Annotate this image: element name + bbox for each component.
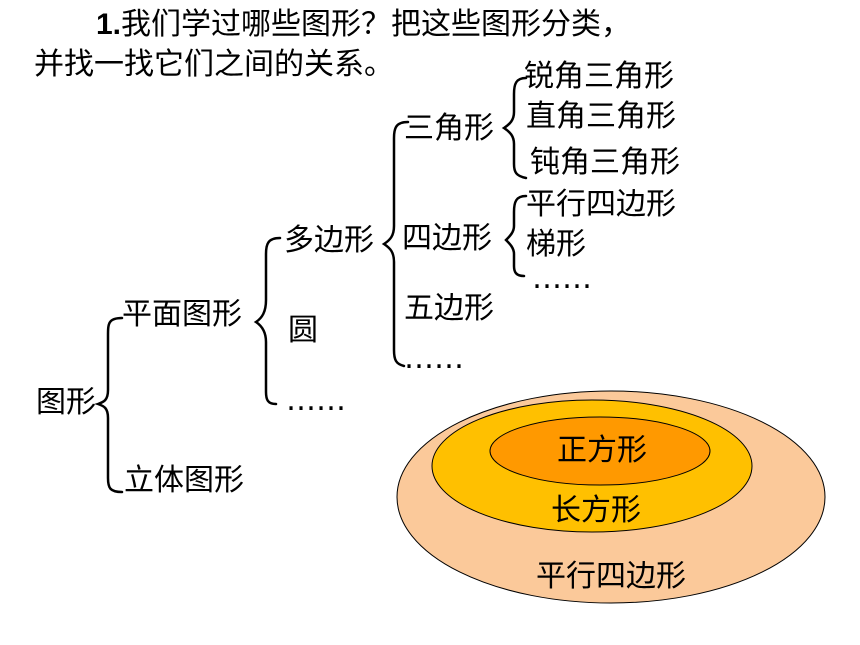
node-plane: 平面图形 (122, 297, 242, 332)
question-line-2: 并找一找它们之间的关系。 (34, 47, 394, 82)
set-label-square: 正方形 (557, 433, 647, 468)
node-root: 图形 (36, 385, 96, 420)
node-right-triangle: 直角三角形 (526, 99, 676, 134)
node-circle: 圆 (288, 313, 318, 348)
node-obtuse-triangle: 钝角三角形 (530, 145, 680, 180)
question-number: 1. (96, 8, 122, 41)
node-acute-triangle: 锐角三角形 (524, 59, 674, 94)
bracket-polygon (381, 120, 410, 368)
set-label-parallelogram: 平行四边形 (536, 559, 686, 594)
node-more-l3: …… (404, 341, 464, 376)
node-more-l4: …… (532, 261, 592, 296)
bracket-triangle (501, 76, 528, 180)
node-parallelogram: 平行四边形 (526, 187, 676, 222)
node-more-l2: …… (286, 383, 346, 418)
question-text-1: 我们学过哪些图形？把这些图形分类， (121, 7, 632, 42)
bracket-quad (504, 194, 528, 278)
bracket-root (94, 316, 124, 494)
set-label-rectangle: 长方形 (551, 493, 641, 528)
node-solid: 立体图形 (124, 463, 244, 498)
node-triangle: 三角形 (404, 111, 494, 146)
node-trapezoid: 梯形 (526, 227, 586, 262)
question-line-1: 1.我们学过哪些图形？把这些图形分类， (96, 8, 631, 42)
node-quadrilateral: 四边形 (402, 221, 492, 256)
bracket-plane (253, 236, 282, 406)
node-polygon: 多边形 (284, 223, 374, 258)
set-square-ellipse (489, 416, 711, 486)
node-pentagon: 五边形 (404, 291, 494, 326)
